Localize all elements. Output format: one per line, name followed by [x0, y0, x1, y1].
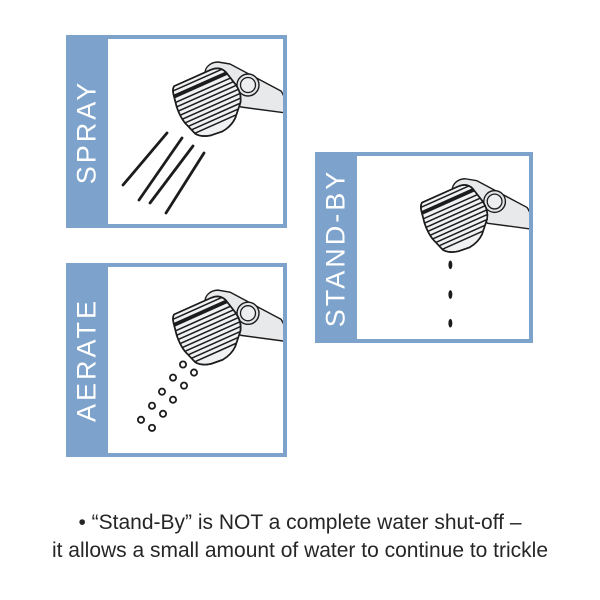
- panel-spray-label-strip: SPRAY: [66, 35, 108, 228]
- panel-standby: STAND-BY: [315, 152, 533, 343]
- panel-spray: SPRAY: [66, 35, 287, 228]
- panel-aerate-art: [108, 267, 283, 453]
- caption-line-2: it allows a small amount of water to con…: [51, 539, 549, 562]
- caption-line-1: • “Stand-By” is NOT a complete water shu…: [78, 511, 522, 534]
- panel-aerate-label: AERATE: [71, 297, 102, 423]
- panel-spray-art: [108, 39, 283, 224]
- spray-lines-icon: [121, 131, 206, 215]
- trickle-drops-icon: [448, 260, 453, 328]
- panel-standby-art: [357, 156, 529, 339]
- sprayer-icon: [357, 156, 529, 328]
- sprayer-icon: [136, 267, 283, 432]
- aerate-bubbles-icon: [136, 360, 199, 432]
- sprayer-icon: [121, 39, 283, 215]
- panel-aerate-label-strip: AERATE: [66, 263, 108, 457]
- caption: • “Stand-By” is NOT a complete water shu…: [0, 509, 600, 565]
- panel-aerate: AERATE: [66, 263, 287, 457]
- panel-standby-label: STAND-BY: [320, 168, 351, 327]
- panel-standby-label-strip: STAND-BY: [315, 152, 357, 343]
- panel-spray-label: SPRAY: [71, 79, 102, 184]
